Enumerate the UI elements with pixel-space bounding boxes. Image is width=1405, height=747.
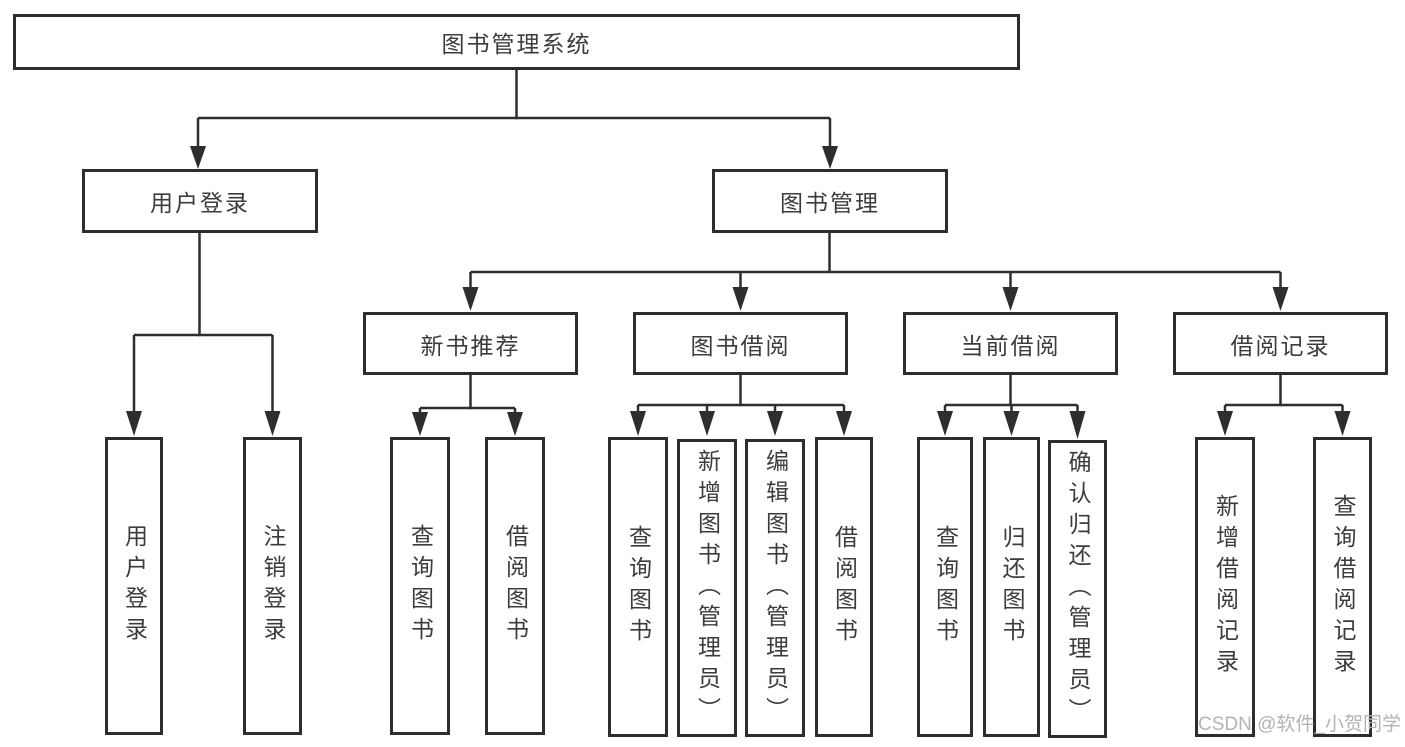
leaf-label: 归还图书 — [999, 525, 1025, 649]
node-label: 用户登录 — [150, 190, 250, 216]
leaf-return-book: 归还图书 — [983, 437, 1040, 737]
leaf-edit-book-admin: 编辑图书（管理员） — [745, 439, 805, 737]
node-root-system: 图书管理系统 — [13, 14, 1020, 70]
node-label: 新书推荐 — [420, 332, 521, 359]
node-user-login-branch: 用户登录 — [82, 169, 318, 233]
leaf-confirm-return-admin: 确认归还（管理员） — [1048, 440, 1107, 738]
leaf-label: 用户登录 — [121, 524, 148, 648]
leaf-label: 查询图书 — [625, 525, 652, 649]
leaf-label: 确认归还（管理员） — [1065, 449, 1091, 729]
leaf-query-book-current: 查询图书 — [917, 437, 973, 737]
leaf-label: 借阅图书 — [502, 524, 529, 648]
node-book-management-branch: 图书管理 — [712, 169, 948, 233]
node-borrow-records: 借阅记录 — [1173, 312, 1388, 375]
leaf-logout: 注销登录 — [243, 437, 302, 735]
csdn-watermark: CSDN @软件_小贺同学 — [1198, 714, 1401, 735]
node-label: 借阅记录 — [1230, 332, 1331, 359]
leaf-label: 查询借阅记录 — [1330, 494, 1356, 680]
leaf-query-book-recommend: 查询图书 — [390, 437, 450, 735]
leaf-borrow-book: 借阅图书 — [815, 437, 873, 737]
leaf-label: 查询图书 — [407, 524, 434, 648]
node-book-borrow: 图书借阅 — [633, 312, 848, 375]
leaf-user-login: 用户登录 — [105, 437, 163, 735]
leaf-label: 注销登录 — [260, 524, 286, 648]
leaf-add-borrow-record: 新增借阅记录 — [1195, 437, 1255, 737]
node-label: 图书管理 — [780, 190, 880, 216]
leaf-borrow-book-recommend: 借阅图书 — [485, 437, 545, 735]
leaf-add-book-admin: 新增图书（管理员） — [677, 439, 737, 737]
leaf-label: 新增借阅记录 — [1212, 494, 1239, 680]
leaf-label: 查询图书 — [932, 525, 959, 649]
leaf-label: 编辑图书（管理员） — [762, 448, 789, 728]
leaf-label: 借阅图书 — [831, 525, 858, 649]
node-label: 图书借阅 — [690, 332, 791, 359]
leaf-query-book-borrow: 查询图书 — [608, 437, 668, 737]
leaf-label: 新增图书（管理员） — [694, 448, 721, 728]
node-new-book-recommend: 新书推荐 — [363, 312, 578, 375]
node-label: 当前借阅 — [960, 332, 1061, 359]
leaf-query-borrow-record: 查询借阅记录 — [1313, 437, 1372, 737]
node-current-borrow: 当前借阅 — [903, 312, 1118, 375]
node-label: 图书管理系统 — [441, 31, 592, 57]
